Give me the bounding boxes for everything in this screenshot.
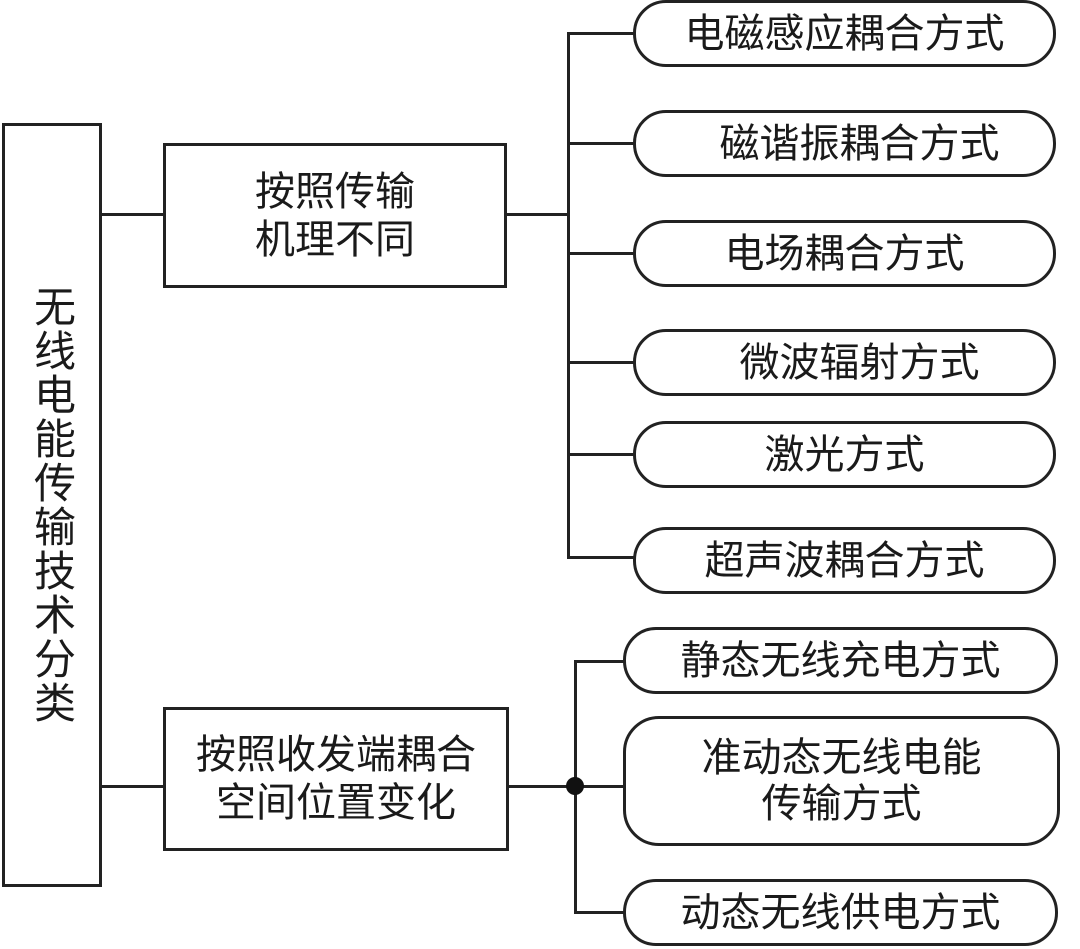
connector-leaf-5 xyxy=(567,453,634,456)
connector-leaf-6 xyxy=(567,556,634,559)
leaf-node-label: 超声波耦合方式 xyxy=(704,537,985,584)
leaf-node: 准动态无线电能 传输方式 xyxy=(623,716,1060,846)
leaf-node: 激光方式 xyxy=(633,421,1056,488)
connector-root-branch1 xyxy=(101,213,164,216)
connector-leaf-2 xyxy=(567,142,634,145)
connector-leaf-1 xyxy=(567,32,634,35)
connector-leaf-4 xyxy=(567,361,634,364)
leaf-node: 电磁感应耦合方式 xyxy=(633,0,1056,67)
connector-leaf-9 xyxy=(574,911,624,914)
leaf-node: 电场耦合方式 xyxy=(633,220,1056,287)
leaf-node-label: 微波辐射方式 xyxy=(739,339,980,386)
leaf-node: 动态无线供电方式 xyxy=(623,879,1058,946)
leaf-node: 静态无线充电方式 xyxy=(623,627,1058,694)
root-node-label: 无线电能传输技术分类 xyxy=(27,285,77,725)
leaf-node-label: 磁谐振耦合方式 xyxy=(719,120,1000,167)
leaf-node: 超声波耦合方式 xyxy=(633,527,1056,594)
leaf-node-label: 动态无线供电方式 xyxy=(680,889,1001,936)
leaf-node-label: 激光方式 xyxy=(764,431,925,478)
leaf-node-label: 准动态无线电能 传输方式 xyxy=(701,735,982,827)
connector-leaf-3 xyxy=(567,252,634,255)
bus-branch1-vertical xyxy=(567,32,570,559)
leaf-node-label: 电磁感应耦合方式 xyxy=(684,10,1005,57)
connector-root-branch2 xyxy=(101,785,164,788)
branch-node-spatial-position: 按照收发端耦合 空间位置变化 xyxy=(163,707,509,851)
connector-branch1-bus xyxy=(506,213,569,216)
branch-node-mechanism: 按照传输 机理不同 xyxy=(163,143,507,288)
junction-dot xyxy=(566,777,584,795)
leaf-node-label: 静态无线充电方式 xyxy=(680,637,1001,684)
branch-node-label: 按照传输 机理不同 xyxy=(255,168,415,263)
leaf-node: 微波辐射方式 xyxy=(633,329,1056,396)
leaf-node: 磁谐振耦合方式 xyxy=(633,110,1056,177)
connector-leaf-7 xyxy=(574,660,624,663)
branch-node-label: 按照收发端耦合 空间位置变化 xyxy=(196,732,476,826)
root-node: 无线电能传输技术分类 xyxy=(2,123,102,887)
leaf-node-label: 电场耦合方式 xyxy=(724,230,965,277)
